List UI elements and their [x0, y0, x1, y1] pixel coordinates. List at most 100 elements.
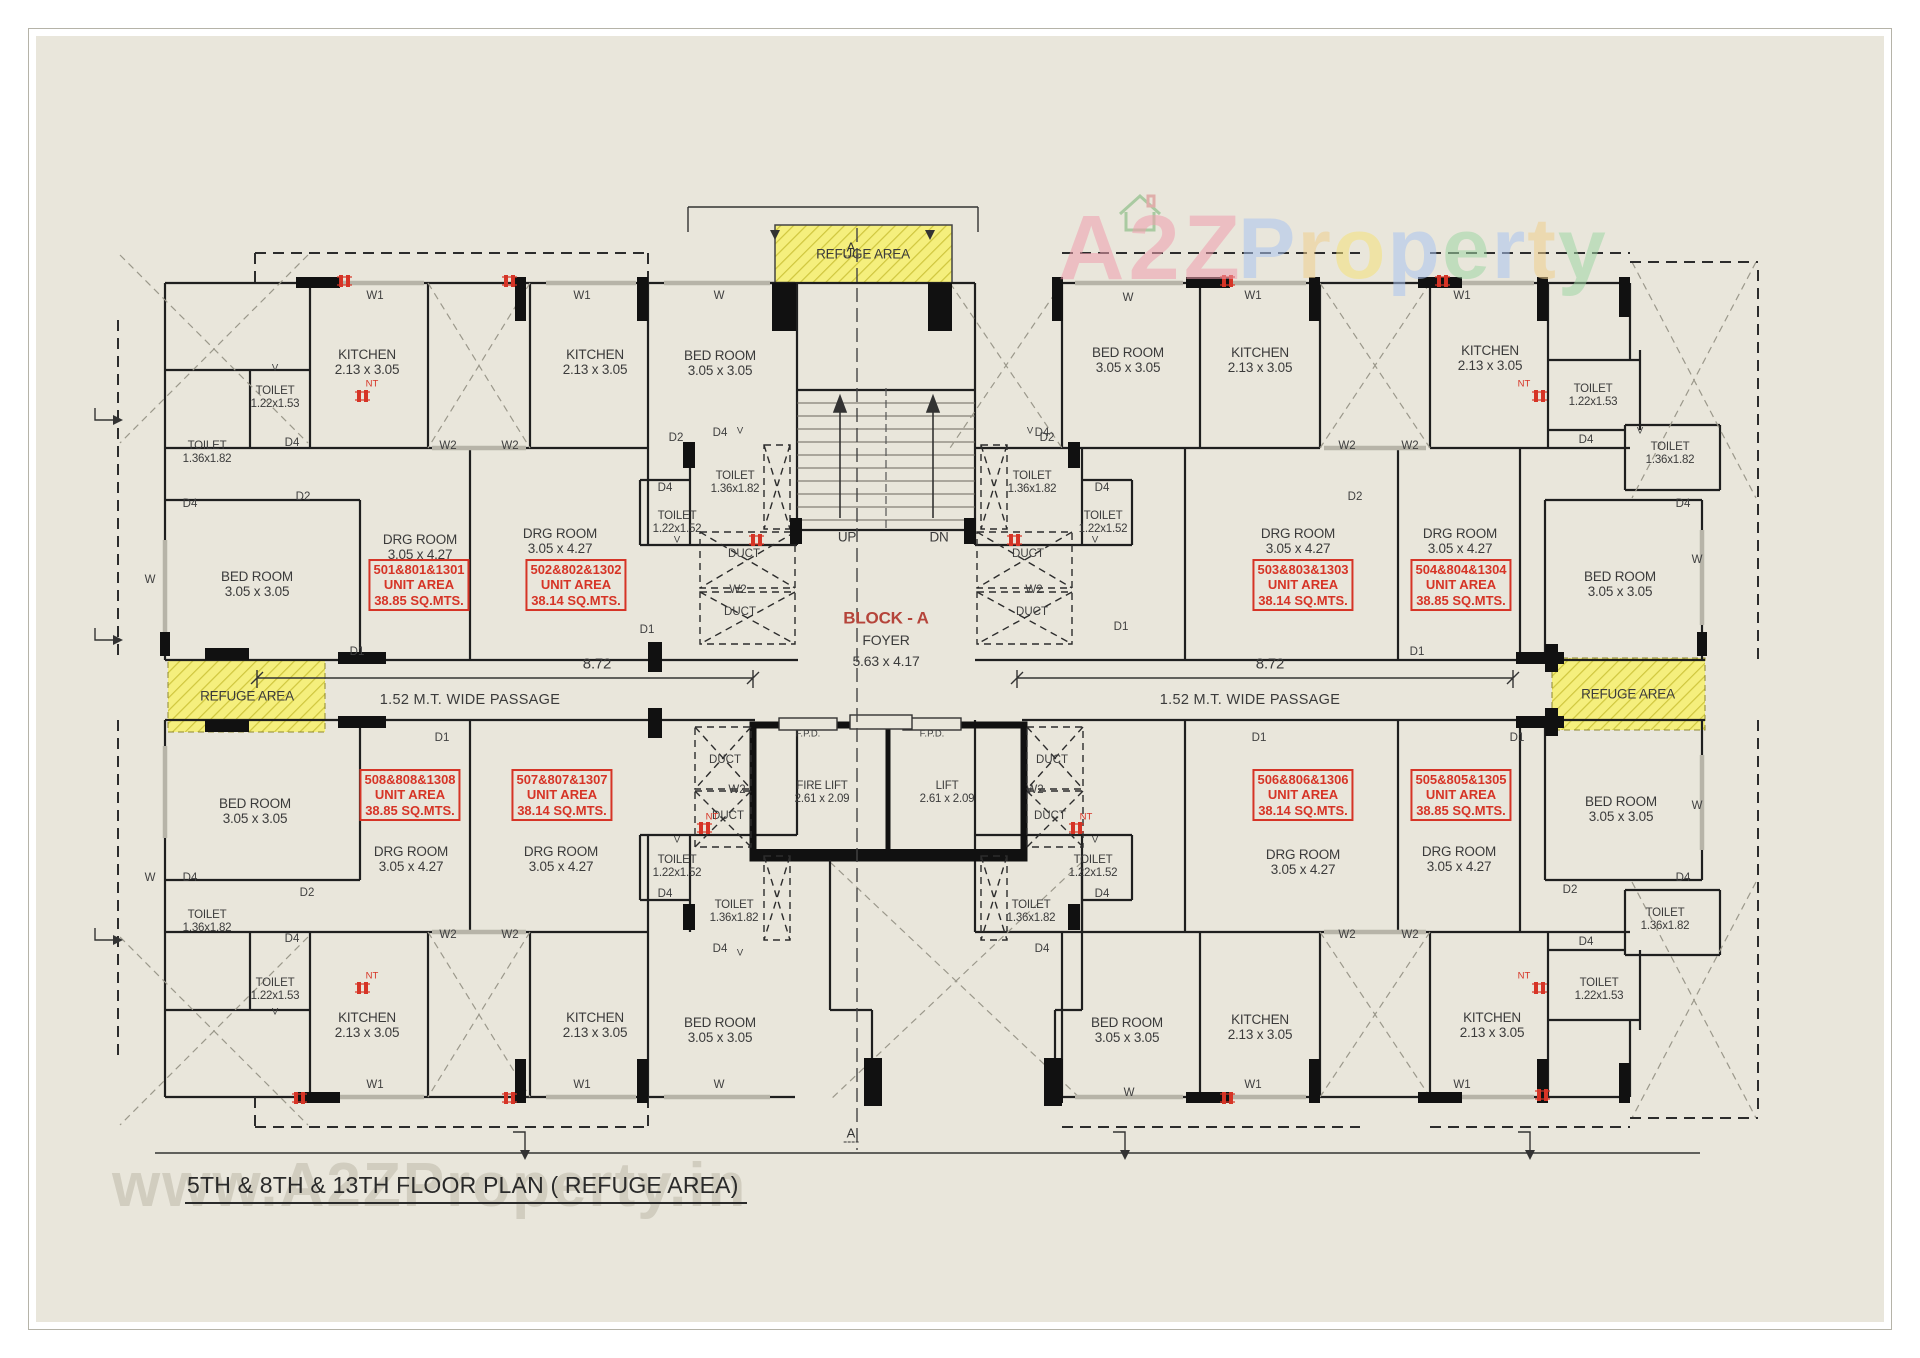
room-dim: 1.22x1.53: [1568, 396, 1618, 408]
fpd-label: F.P.D.: [919, 728, 945, 740]
w1-tag: W1: [1453, 1079, 1471, 1091]
room-dim: 2.13 x 3.05: [1459, 1025, 1525, 1040]
unit-id: 505&805&1305: [1415, 772, 1507, 788]
d2-tag: D2: [1347, 491, 1363, 503]
refuge-area-right-label: REFUGE AREA: [1581, 686, 1675, 702]
w2-tag: W2: [501, 440, 519, 452]
duct-label: DUCT: [709, 754, 741, 766]
w2-tag: W2: [729, 584, 747, 596]
passage-label: 1.52 M.T. WIDE PASSAGE: [379, 691, 561, 708]
room-name: TOILET: [657, 510, 697, 523]
unit-area-value: 38.14 SQ.MTS.: [517, 802, 607, 818]
wm-letter: t: [1527, 201, 1558, 297]
stairs-down-label: DN: [929, 529, 949, 545]
unit-area-value: 38.85 SQ.MTS.: [365, 802, 455, 818]
v-tag: V: [271, 1006, 279, 1018]
room-name: TOILET: [715, 470, 755, 483]
room-name: KITCHEN: [566, 1009, 624, 1025]
w1-tag: W1: [1244, 290, 1262, 302]
room-dim: 1.36x1.82: [1007, 483, 1057, 495]
room-dim: 1.36x1.82: [182, 922, 232, 934]
v-tag: V: [673, 834, 681, 846]
d4-tag: D4: [657, 888, 673, 900]
d4-tag: D4: [1675, 872, 1691, 884]
unit-id: 506&806&1306: [1257, 772, 1349, 788]
v-tag: V: [1091, 534, 1099, 546]
foyer-dim: 5.63 x 4.17: [852, 653, 920, 670]
w-tag: W: [713, 1079, 725, 1091]
room-name: BED ROOM: [219, 795, 291, 811]
fpd-label: F.P.D.: [795, 728, 821, 740]
unit-id: 502&802&1302: [530, 562, 622, 578]
room-dim: 1.22x1.52: [652, 867, 702, 879]
room-name: BED ROOM: [1585, 793, 1657, 809]
room-dim: 1.22x1.52: [1068, 867, 1118, 879]
duct-label: DUCT: [1036, 754, 1068, 766]
watermark-property: Property: [1238, 200, 1608, 299]
w1-tag: W1: [366, 290, 384, 302]
passage-dim: 8.72: [582, 655, 612, 673]
room-name: BED ROOM: [684, 1014, 756, 1030]
wm-letter: o: [1332, 201, 1388, 297]
w2-tag: W2: [1338, 440, 1356, 452]
unit-area-value: 38.85 SQ.MTS.: [1416, 592, 1506, 608]
drawing-title: 5TH & 8TH & 13TH FLOOR PLAN ( REFUGE ARE…: [185, 1172, 747, 1204]
unit-area-label: UNIT AREA: [1267, 577, 1339, 593]
wm-letter: y: [1557, 201, 1608, 297]
section-marker-a-bottom: A: [843, 1126, 859, 1143]
passage-label: 1.52 M.T. WIDE PASSAGE: [1159, 691, 1341, 708]
room-dim: 3.05 x 3.05: [224, 584, 290, 599]
room-dim: 1.36x1.82: [709, 912, 759, 924]
d1-tag: D1: [1113, 621, 1129, 633]
v-tag: V: [1091, 834, 1099, 846]
v-tag: V: [1026, 425, 1034, 437]
w1-tag: W1: [1244, 1079, 1262, 1091]
room-name: DRG ROOM: [522, 525, 598, 541]
d4-tag: D4: [284, 933, 300, 945]
nt-tag: NT: [1517, 970, 1531, 982]
room-name: DRG ROOM: [523, 843, 599, 859]
v-tag: V: [1636, 425, 1644, 437]
stair-arrows: [832, 393, 941, 518]
unit-area-label: UNIT AREA: [540, 577, 612, 593]
room-dim: 2.13 x 3.05: [562, 362, 628, 377]
w2-tag: W2: [1338, 929, 1356, 941]
room-dim: 2.13 x 3.05: [1227, 360, 1293, 375]
dimension-lines: [94, 206, 1700, 1154]
room-dim: 1.22x1.53: [1574, 990, 1624, 1002]
room-name: DRG ROOM: [1421, 843, 1497, 859]
room-dim: 1.36x1.82: [1640, 920, 1690, 932]
room-name: TOILET: [1650, 441, 1690, 454]
room-dim: 1.22x1.52: [652, 523, 702, 535]
unit-area-value: 38.14 SQ.MTS.: [531, 592, 621, 608]
w-tag: W: [144, 872, 156, 884]
d2-tag: D2: [1039, 432, 1055, 444]
void-cross-hatch: [119, 254, 1757, 1126]
d1-tag: D1: [1409, 646, 1425, 658]
room-dim: 3.05 x 3.05: [1587, 584, 1653, 599]
room-dim: 3.05 x 4.27: [1426, 859, 1492, 874]
w-tag: W: [1122, 292, 1134, 304]
unit-area-value: 38.85 SQ.MTS.: [374, 592, 464, 608]
w-tag: W: [1123, 1087, 1135, 1099]
windows: [162, 280, 1705, 1100]
room-name: TOILET: [657, 854, 697, 867]
room-dim: 1.36x1.82: [710, 483, 760, 495]
w2-tag: W2: [501, 929, 519, 941]
house-icon: [1118, 193, 1162, 232]
d4-tag: D4: [182, 498, 198, 510]
nt-tag: NT: [365, 378, 379, 390]
unit-area-value: 38.14 SQ.MTS.: [1258, 592, 1348, 608]
unit-id: 503&803&1303: [1257, 562, 1349, 578]
w2-tag: W2: [439, 929, 457, 941]
